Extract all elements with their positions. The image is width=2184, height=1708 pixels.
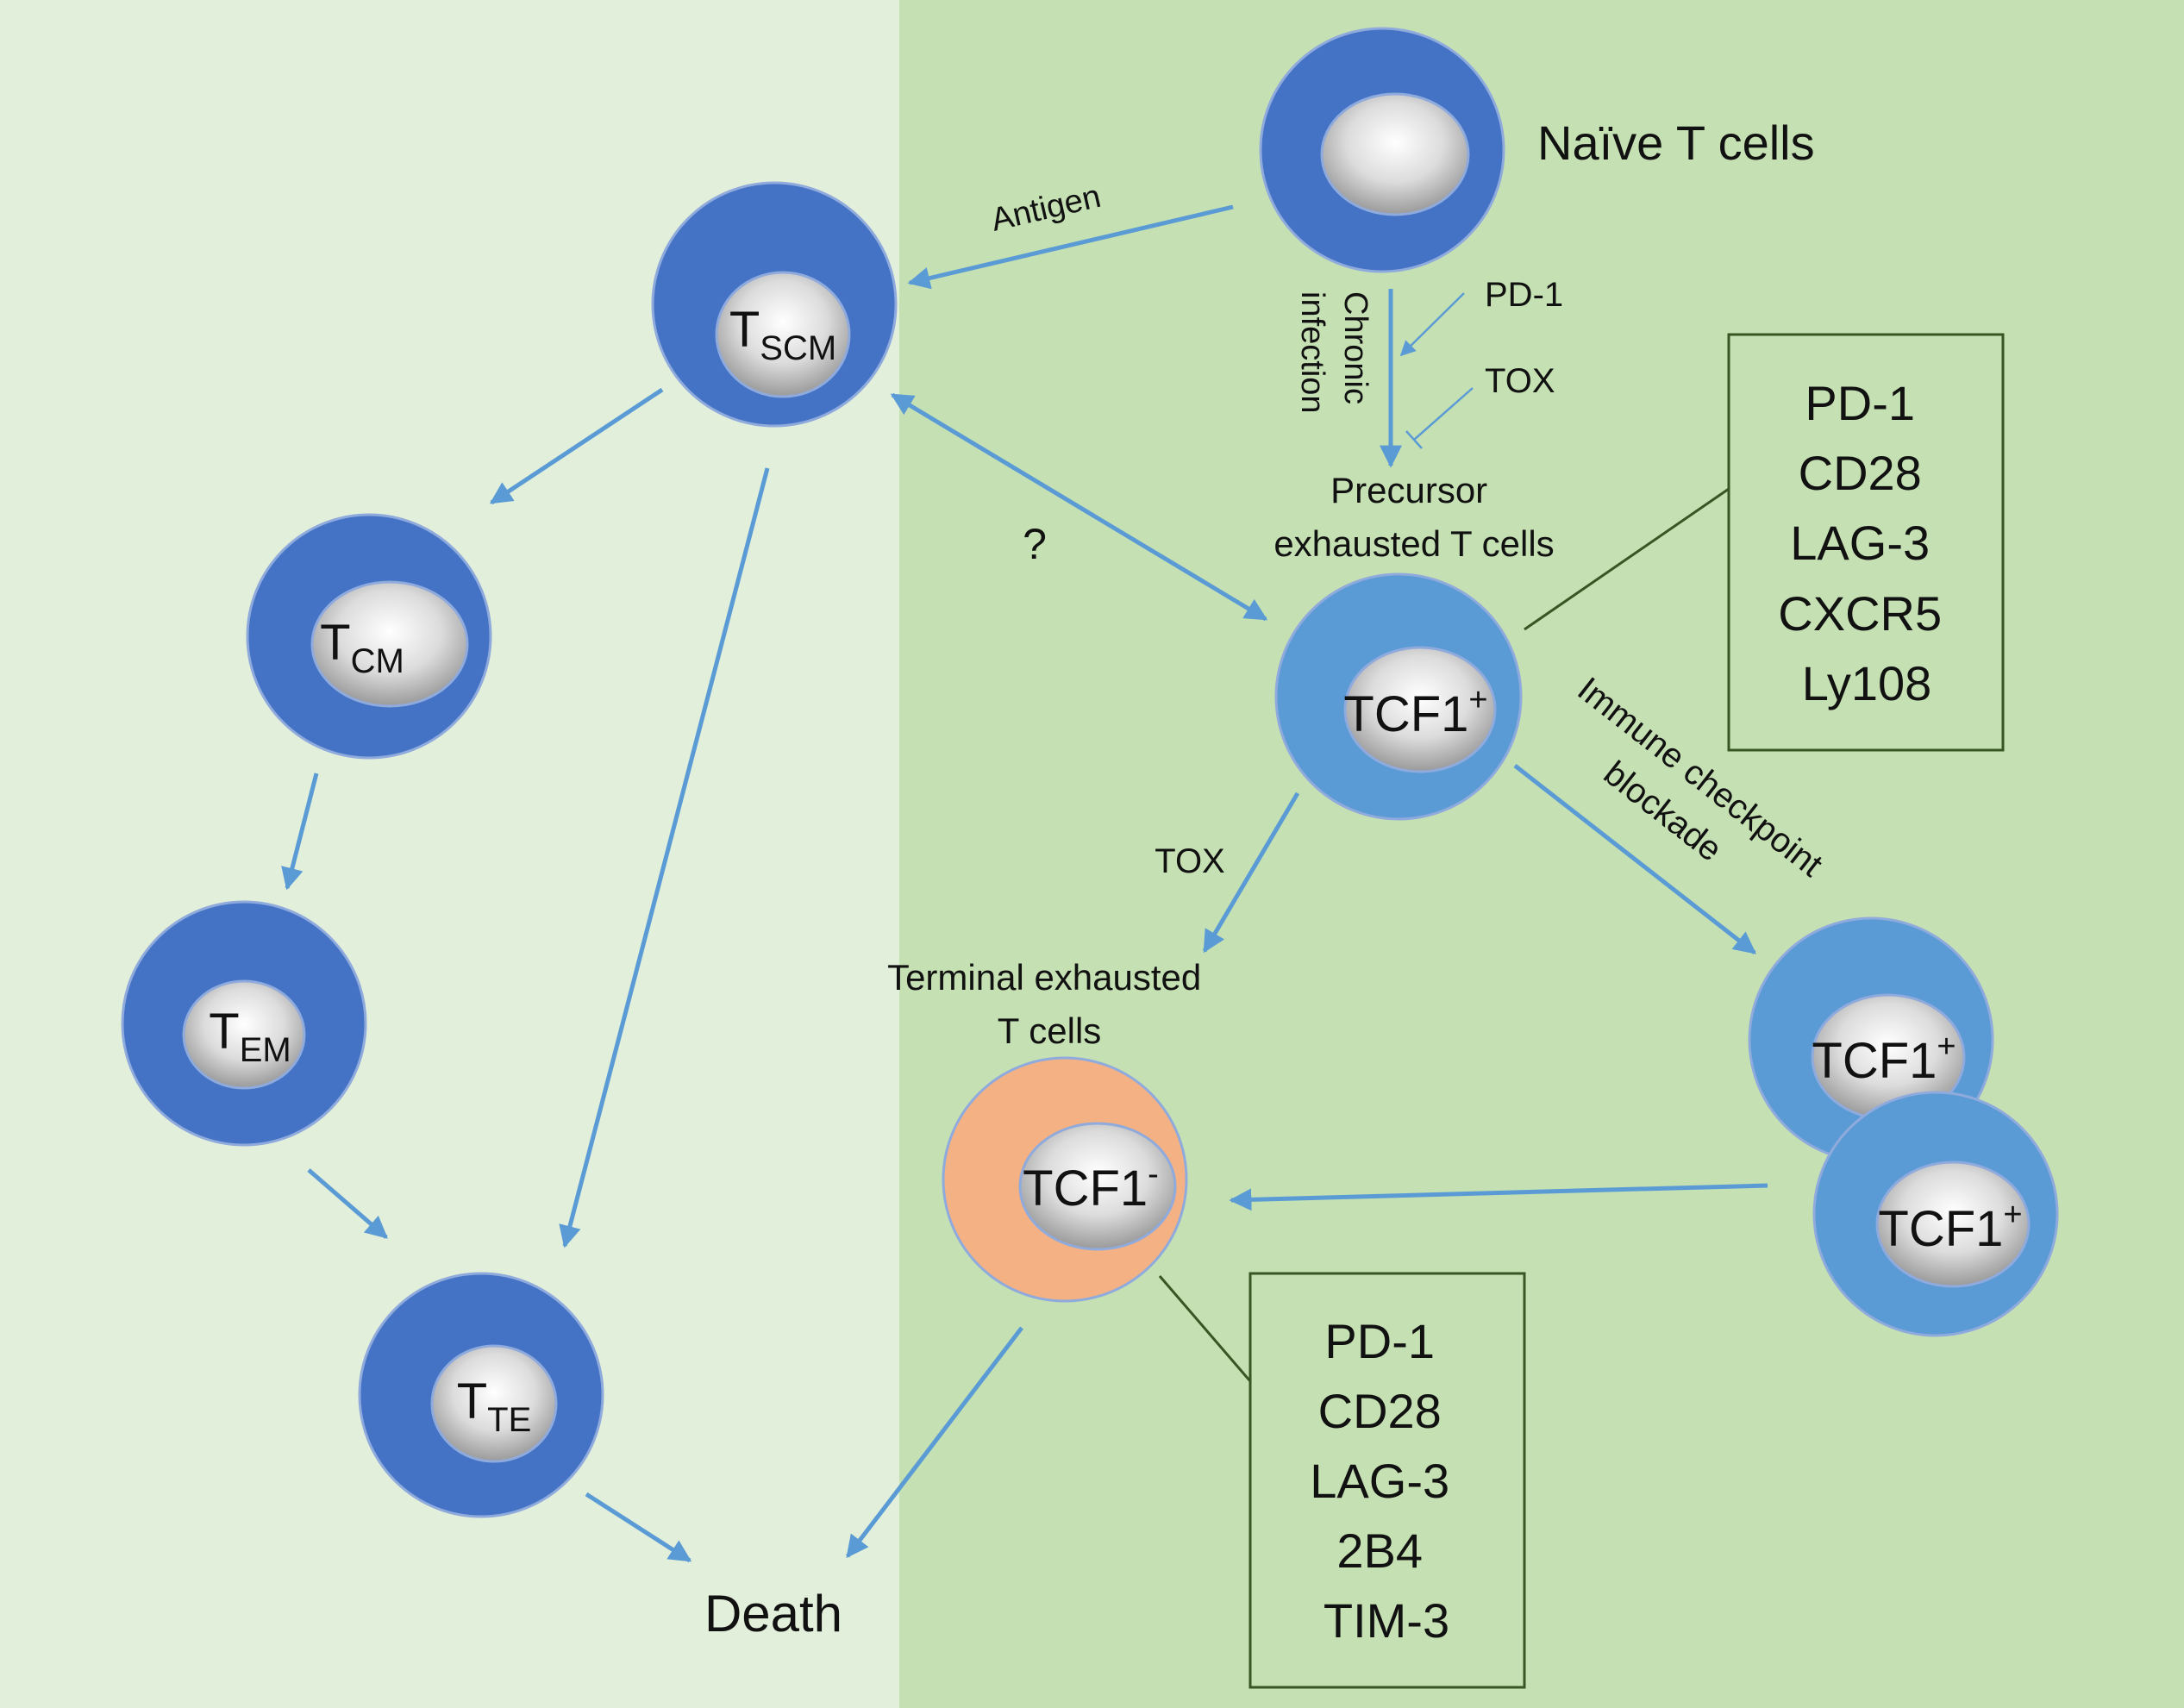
marker-terminal-4: 2B4	[1336, 1523, 1423, 1578]
terminal-tcf1-negative-cell: TCF1-	[942, 1056, 1188, 1303]
expanded-bottom-label: TCF1+	[1878, 1197, 2022, 1257]
marker-terminal-5: TIM-3	[1324, 1593, 1449, 1648]
svg-text:PD-1 CD28 LAG-3: PD-1 CD28 LAG-3 2B4 TIM-3	[1310, 1314, 1462, 1648]
tox-inhibit-bar	[1405, 430, 1423, 449]
pd1-small-label: PD-1	[1485, 276, 1563, 314]
tscm-cell: TSCM	[651, 181, 898, 428]
arrow-precursor-to-terminal	[1202, 791, 1300, 954]
marker-precursor-4: CXCR5	[1778, 586, 1942, 641]
marker-box-precursor: PD-1 CD28 LAG-3 CXCR5 Ly108	[1727, 333, 2005, 752]
chronic-infection-label: Chronic infection	[1294, 291, 1374, 414]
connector-terminal-box	[1158, 1275, 1252, 1382]
arrows	[281, 204, 1768, 1563]
arrow-terminal-to-death	[846, 1326, 1023, 1559]
precursor-cell-label: TCF1+	[1343, 682, 1487, 742]
pd1-promote-line	[1399, 292, 1465, 357]
marker-terminal-1: PD-1	[1324, 1314, 1435, 1368]
marker-precursor-5: Ly108	[1802, 656, 1932, 710]
precursor-tcf1-positive-cell: TCF1+	[1274, 572, 1523, 821]
marker-precursor-2: CD28	[1799, 446, 1922, 500]
precursor-title: Precursor exhausted T cells	[1273, 470, 1554, 564]
marker-terminal-3: LAG-3	[1310, 1454, 1449, 1508]
expanded-tcf1-positive-cell-bottom: TCF1+	[1812, 1091, 2059, 1337]
expanded-top-label: TCF1+	[1812, 1029, 1956, 1089]
tox-small-label: TOX	[1485, 362, 1555, 400]
marker-terminal-2: CD28	[1318, 1384, 1442, 1438]
tcm-cell: TCM	[246, 513, 492, 760]
marker-precursor-3: LAG-3	[1790, 516, 1930, 570]
connector-precursor-box	[1524, 487, 1730, 631]
svg-text:PD-1 CD28 LAG-3: PD-1 CD28 LAG-3 CXCR5 Ly108	[1778, 376, 1955, 710]
tscm-label: TSCM	[729, 302, 836, 367]
tcm-label: TCM	[320, 615, 404, 680]
terminal-title: Terminal exhausted T cells	[887, 957, 1211, 1051]
naive-t-cell	[1259, 27, 1505, 273]
arrow-tem-to-tte	[307, 1168, 388, 1239]
naive-nucleus	[1320, 92, 1470, 216]
arrow-tcm-to-tem	[281, 773, 319, 891]
tte-cell: TTE	[358, 1272, 604, 1518]
naive-title: Naïve T cells	[1537, 116, 1815, 170]
marker-precursor-1: PD-1	[1805, 376, 1915, 430]
tem-label: TEM	[209, 1004, 291, 1069]
arrow-naive-to-tscm	[907, 204, 1234, 290]
tox-lower-label: TOX	[1155, 842, 1225, 880]
right-panel-background	[899, 0, 2184, 1708]
arrow-precursor-to-expanded	[1513, 764, 1757, 954]
tox-inhibit-line	[1413, 387, 1474, 441]
tte-label: TTE	[457, 1373, 532, 1439]
arrow-tscm-to-tte	[559, 467, 770, 1248]
marker-box-terminal: PD-1 CD28 LAG-3 2B4 TIM-3	[1248, 1272, 1526, 1689]
tem-cell: TEM	[121, 900, 367, 1147]
question-mark: ?	[1023, 520, 1047, 568]
arrow-expanded-to-terminal	[1229, 1183, 1768, 1211]
arrow-tscm-precursor-bidirectional	[890, 392, 1268, 622]
death-label: Death	[704, 1585, 842, 1642]
arrow-tte-to-death	[585, 1492, 692, 1563]
terminal-cell-label: TCF1-	[1023, 1156, 1159, 1217]
arrow-tscm-to-tcm	[489, 387, 664, 505]
